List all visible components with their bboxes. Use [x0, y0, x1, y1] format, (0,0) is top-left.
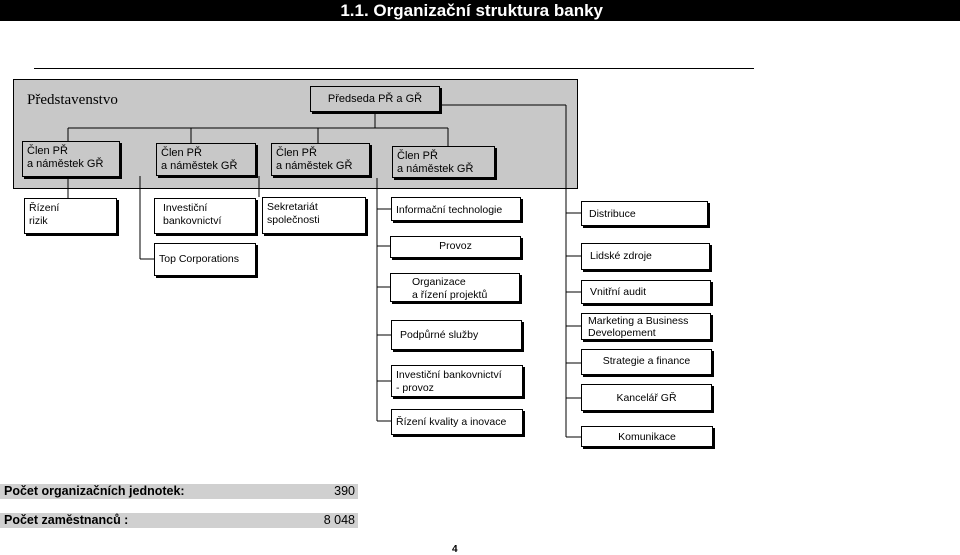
chairman-label: Předseda PŘ a GŘ [327, 93, 423, 105]
board-member-role: a náměstek GŘ [27, 158, 104, 170]
stat-value: 8 048 [323, 513, 355, 527]
unit-label: Investiční bankovnictví [396, 369, 502, 381]
unit-komunikace: Komunikace [581, 426, 713, 447]
unit-label: společnosti [267, 214, 320, 226]
unit-top-corporations: Top Corporations [154, 243, 256, 276]
stat-org-units: Počet organizačních jednotek: 390 [0, 484, 358, 499]
unit-label: Provoz [439, 240, 472, 252]
unit-sekretariat: Sekretariát společnosti [262, 197, 366, 234]
unit-label: Informační technologie [396, 204, 503, 216]
board-member-box: Člen PŘ a náměstek GŘ [22, 141, 120, 177]
board-label: Představenstvo [27, 92, 118, 108]
board-member-box: Člen PŘ a náměstek GŘ [271, 143, 370, 176]
unit-strategie-finance: Strategie a finance [581, 349, 712, 375]
stat-employees: Počet zaměstnanců : 8 048 [0, 513, 358, 528]
board-member-role: a náměstek GŘ [161, 160, 238, 172]
unit-label: Strategie a finance [602, 355, 691, 367]
unit-label: Investiční [163, 202, 208, 214]
unit-label: rizik [29, 215, 48, 227]
unit-label: Distribuce [589, 208, 636, 220]
unit-label: Vnitřní audit [590, 286, 647, 298]
stat-label: Počet zaměstnanců : [4, 513, 129, 527]
unit-investicni-bankovnictvi: Investiční bankovnictví [154, 198, 256, 234]
unit-label: Komunikace [618, 431, 676, 443]
unit-rizeni-rizik: Řízení rizik [24, 198, 117, 234]
unit-label: Řízení kvality a inovace [396, 416, 507, 428]
unit-label: Kancelář GŘ [616, 392, 677, 404]
unit-kancelar-gr: Kancelář GŘ [581, 384, 712, 411]
board-member-title: Člen PŘ [161, 147, 202, 159]
stat-label: Počet organizačních jednotek: [4, 484, 185, 498]
stat-value: 390 [334, 484, 355, 498]
unit-label: Top Corporations [159, 253, 239, 265]
unit-organizace: Organizace a řízení projektů [390, 273, 520, 302]
separator-line [34, 68, 754, 69]
unit-label: Lidské zdroje [590, 250, 652, 262]
title-bar: 1.1. Organizační struktura banky [0, 0, 960, 21]
board-member-role: a náměstek GŘ [397, 163, 474, 175]
board-member-title: Člen PŘ [27, 145, 68, 157]
unit-investicni-bankovnictvi-provoz: Investiční bankovnictví - provoz [391, 365, 523, 397]
unit-provoz: Provoz [390, 236, 521, 258]
board-member-role: a náměstek GŘ [276, 160, 353, 172]
unit-podpurne-sluzby: Podpůrné služby [391, 320, 522, 350]
unit-label: Organizace [412, 276, 466, 288]
board-member-title: Člen PŘ [276, 147, 317, 159]
unit-label: Marketing a Business [588, 315, 689, 327]
unit-label: a řízení projektů [412, 289, 488, 301]
unit-vnitrni-audit: Vnitřní audit [581, 280, 711, 304]
board-member-title: Člen PŘ [397, 150, 438, 162]
unit-distribuce: Distribuce [581, 201, 708, 226]
chairman-box: Předseda PŘ a GŘ [310, 86, 440, 112]
unit-rizeni-kvality: Řízení kvality a inovace [391, 409, 523, 435]
unit-label: Řízení [29, 202, 60, 214]
board-member-box: Člen PŘ a náměstek GŘ [156, 143, 256, 176]
page-number: 4 [452, 544, 458, 555]
unit-label: bankovnictví [163, 215, 222, 227]
unit-lidske-zdroje: Lidské zdroje [581, 243, 710, 270]
page-title: 1.1. Organizační struktura banky [340, 1, 603, 20]
board-member-box: Člen PŘ a náměstek GŘ [392, 146, 495, 178]
unit-label: - provoz [396, 382, 434, 394]
unit-label: Podpůrné služby [400, 329, 479, 341]
unit-marketing: Marketing a Business Developement [581, 313, 711, 340]
unit-label: Sekretariát [267, 201, 318, 213]
unit-informacni-technologie: Informační technologie [391, 197, 521, 221]
unit-label: Developement [588, 327, 656, 339]
